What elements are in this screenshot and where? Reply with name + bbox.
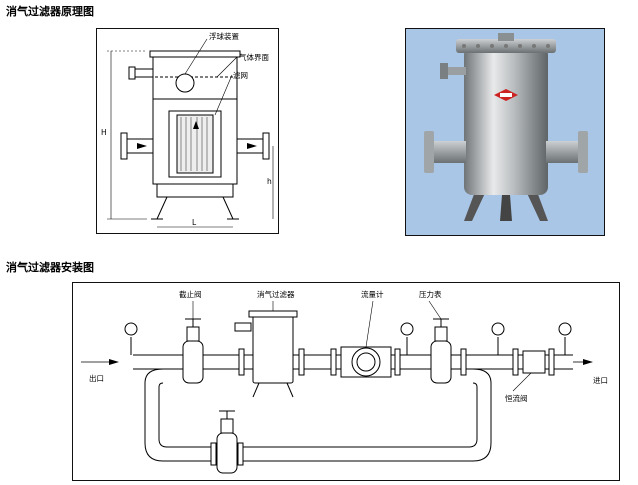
inlet-label: 进口 (593, 376, 608, 385)
outlet-label: 出口 (89, 373, 104, 383)
interface-label: 气体界面 (239, 52, 269, 62)
filter-label: 消气过滤器 (257, 289, 295, 299)
install-drawing: 截止阀 消气过滤器 流量计 压力表 出口 进口 恒流阀 (81, 289, 608, 474)
filter-photo-drawing (424, 33, 588, 221)
install-diagram: 截止阀 消气过滤器 流量计 压力表 出口 进口 恒流阀 (72, 282, 620, 481)
valve-label: 截止阀 (179, 289, 202, 299)
screen-label: 滤网 (233, 70, 248, 80)
install-title: 消气过滤器安装图 (6, 261, 94, 274)
const-valve-label: 恒流阀 (505, 393, 528, 403)
dim-H-label: H (101, 128, 107, 137)
product-photo (405, 28, 605, 236)
dim-L-label: L (192, 218, 197, 227)
dim-h-label: h (267, 177, 272, 186)
principle-diagram: 浮球装置 气体界面 滤网 H h L (96, 28, 279, 234)
flowmeter-label: 流量计 (361, 289, 384, 299)
principle-drawing: 浮球装置 气体界面 滤网 H h L (101, 31, 274, 228)
principle-title: 消气过滤器原理图 (6, 5, 94, 18)
float-label: 浮球装置 (209, 31, 239, 41)
gauge-label: 压力表 (419, 289, 442, 299)
